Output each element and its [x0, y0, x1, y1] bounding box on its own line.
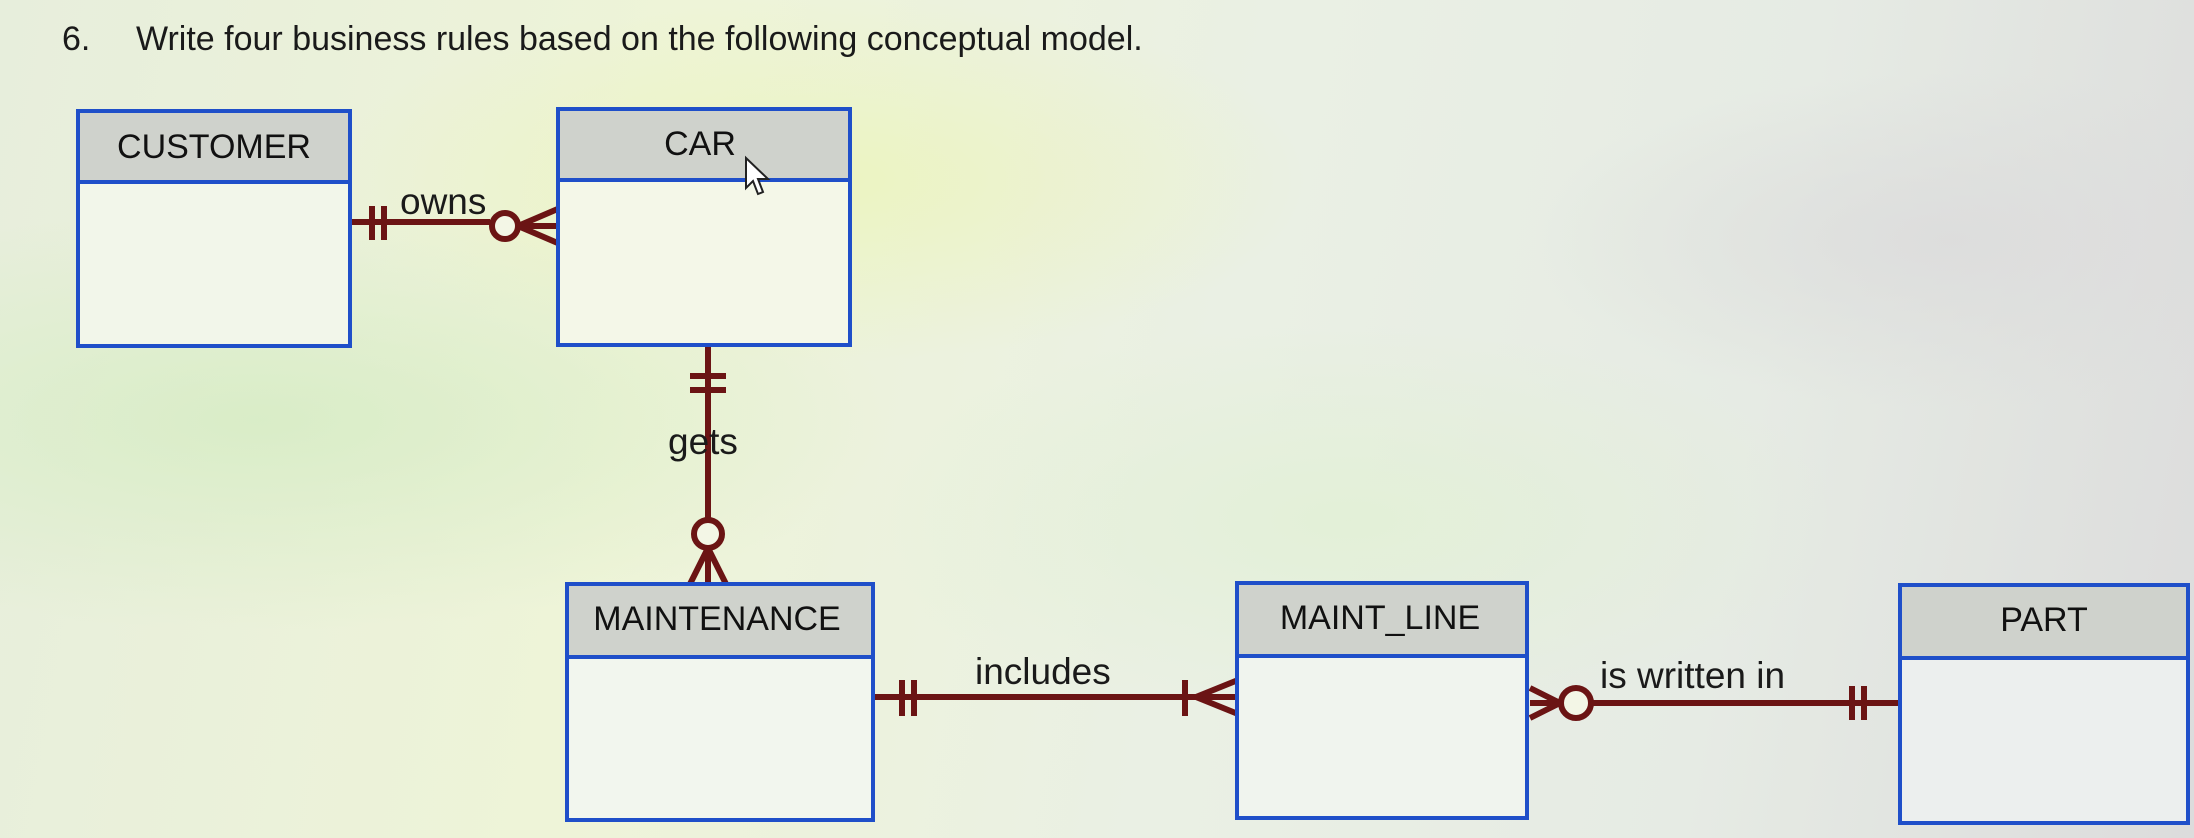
label-gets: gets [668, 421, 738, 462]
is-written-in-optional-circle [1558, 685, 1594, 721]
owns-crowfoot-3 [516, 223, 562, 247]
entity-maint-line: MAINT_LINE [1235, 581, 1529, 820]
entity-maint-line-name: MAINT_LINE [1280, 599, 1480, 637]
relationship-is-written-in [1528, 685, 1902, 721]
relationship-gets [687, 345, 729, 586]
entity-car: CAR [556, 107, 852, 347]
entity-car-name: CAR [664, 125, 736, 163]
entity-part: PART [1898, 583, 2190, 825]
label-includes: includes [975, 651, 1111, 692]
entity-maintenance: MAINTENANCE [565, 582, 875, 822]
entity-customer: CUSTOMER [76, 109, 352, 348]
relationship-includes [872, 677, 1240, 717]
mouse-cursor-icon [745, 155, 771, 196]
owns-optional-circle [489, 210, 521, 242]
is-written-in-crowfoot-3 [1528, 700, 1562, 721]
label-is-written-in: is written in [1600, 655, 1785, 696]
question-number: 6. [62, 20, 91, 58]
label-owns: owns [400, 181, 486, 222]
gets-optional-circle [691, 517, 725, 551]
entity-maintenance-name: MAINTENANCE [593, 600, 840, 638]
includes-crowfoot-3 [1194, 694, 1240, 717]
gets-crowfoot-3 [705, 546, 729, 586]
entity-part-name: PART [2000, 601, 2088, 639]
question-prompt: Write four business rules based on the f… [136, 20, 1143, 58]
relationship-owns [350, 205, 562, 247]
entity-customer-name: CUSTOMER [117, 128, 311, 166]
question-text: 6. Write four business rules based on the… [62, 20, 1143, 59]
